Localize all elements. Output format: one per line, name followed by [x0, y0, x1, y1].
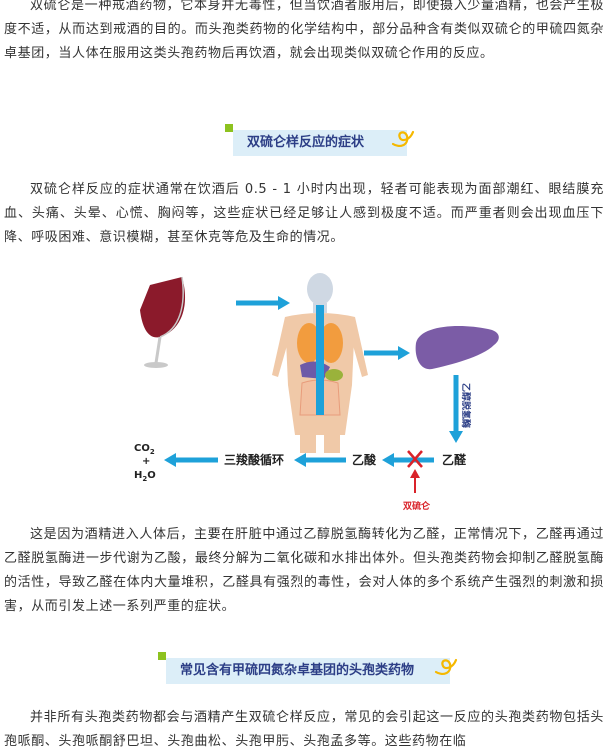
wine-glass-icon — [140, 276, 186, 368]
disulfiram-label: 双硫仑 — [403, 500, 431, 512]
alcohol-metabolism-diagram: 乙醇脱氢酶 乙醛 双硫仑 乙酸 三羧酸循环 — [134, 273, 499, 512]
green-square-decoration — [225, 124, 233, 132]
arrow-body-to-liver — [364, 346, 410, 360]
arrow-acetaldehyde-to-acetic-acid — [382, 453, 434, 467]
human-body-icon — [272, 273, 368, 453]
tca-cycle-label: 三羧酸循环 — [224, 452, 284, 467]
green-square-decoration — [158, 652, 166, 660]
arrow-acetic-acid-to-tca — [294, 453, 346, 467]
disulfiram-inhibit-arrow — [410, 469, 420, 493]
paragraph-mechanism: 这是因为酒精进入人体后，主要在肝脏中通过乙醇脱氢酶转化为乙醛，正常情况下，乙醛再… — [4, 527, 604, 614]
co2-subscript: 2 — [150, 448, 155, 456]
enzyme-adh-label: 乙醇脱氢酶 — [460, 383, 472, 428]
ribbon-curl-icon — [434, 658, 458, 675]
heading-title: 常见含有甲硫四氮杂卓基团的头孢类药物 — [166, 658, 450, 684]
h2o-subscript: 2 — [142, 475, 147, 483]
paragraph-intro: 双硫仑是一种戒酒药物，它本身并无毒性，但当饮酒者服用后，即使摄入少量酒精，也会产… — [4, 0, 604, 61]
acetic-acid-label: 乙酸 — [352, 452, 377, 467]
ribbon-curl-icon — [391, 130, 415, 147]
h2o-h-label: H — [134, 470, 142, 481]
arrow-wine-to-body — [236, 296, 290, 310]
arrow-liver-to-acetaldehyde — [449, 375, 463, 443]
svg-text:CO2: CO2 — [134, 443, 155, 456]
plus-label: + — [142, 456, 150, 467]
inhibition-cross-icon — [407, 450, 423, 468]
svg-text:H2O: H2O — [134, 470, 156, 483]
co2-label: CO — [134, 443, 150, 454]
heading-title: 双硫仑样反应的症状 — [233, 130, 407, 156]
acetaldehyde-label: 乙醛 — [442, 452, 467, 467]
section-heading-drugs: 常见含有甲硫四氮杂卓基团的头孢类药物 — [158, 652, 458, 686]
arrow-tca-to-products — [164, 453, 218, 467]
liver-icon — [415, 325, 499, 370]
section-heading-symptoms: 双硫仑样反应的症状 — [225, 124, 415, 158]
h2o-o-label: O — [147, 470, 156, 481]
products-co2-h2o: CO2 + H2O — [134, 443, 156, 483]
paragraph-drugs: 并非所有头孢类药物都会与酒精产生双硫仑样反应，常见的会引起这一反应的头孢类药物包… — [4, 710, 604, 749]
paragraph-symptoms: 双硫仑样反应的症状通常在饮酒后 0.5 - 1 小时内出现，轻者可能表现为面部潮… — [4, 182, 604, 245]
